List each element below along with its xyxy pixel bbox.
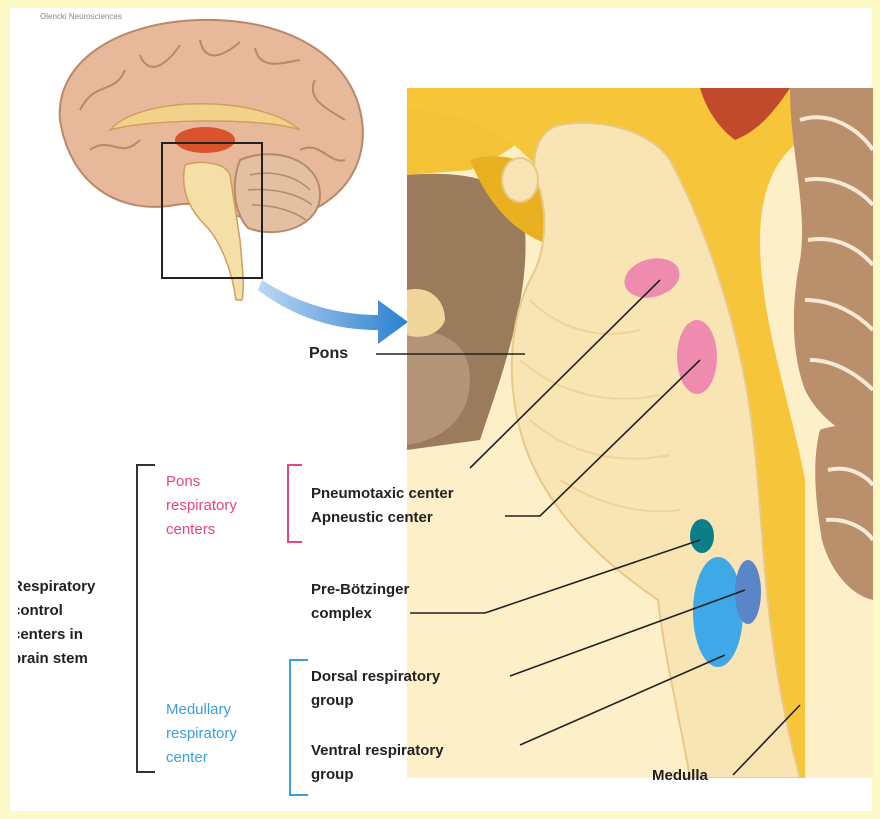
brain-stem-bracket bbox=[137, 465, 155, 772]
pons-bracket bbox=[288, 465, 302, 542]
ventral-group-label: Ventral respiratory group bbox=[311, 739, 444, 787]
pneumotaxic-center-label: Pneumotaxic center bbox=[311, 482, 454, 506]
zoom-arrow bbox=[258, 280, 408, 344]
pons-centers-label: Pons respiratory centers bbox=[166, 470, 237, 542]
pons-label: Pons bbox=[309, 342, 348, 366]
apneustic-center-nucleus bbox=[677, 320, 717, 394]
medullary-center-label: Medullary respiratory center bbox=[166, 698, 237, 770]
thalamus bbox=[175, 127, 235, 153]
brain-overview bbox=[60, 20, 363, 300]
brainstem-panel bbox=[407, 88, 873, 778]
control-centers-label: Respiratory control centers in brain ste… bbox=[12, 575, 95, 671]
apneustic-center-label: Apneustic center bbox=[311, 506, 433, 530]
cerebellum bbox=[235, 154, 320, 232]
dorsal-group-label: Dorsal respiratory group bbox=[311, 665, 440, 713]
pre-botzinger-complex-nucleus bbox=[690, 519, 714, 553]
ventral-respiratory-group-nucleus bbox=[693, 557, 743, 667]
credit-text: Olencki Neurosciences bbox=[40, 12, 122, 21]
medulla-label: Medulla bbox=[652, 764, 708, 788]
pre-botzinger-label: Pre-Bötzinger complex bbox=[311, 578, 409, 626]
medullary-bracket bbox=[290, 660, 308, 795]
